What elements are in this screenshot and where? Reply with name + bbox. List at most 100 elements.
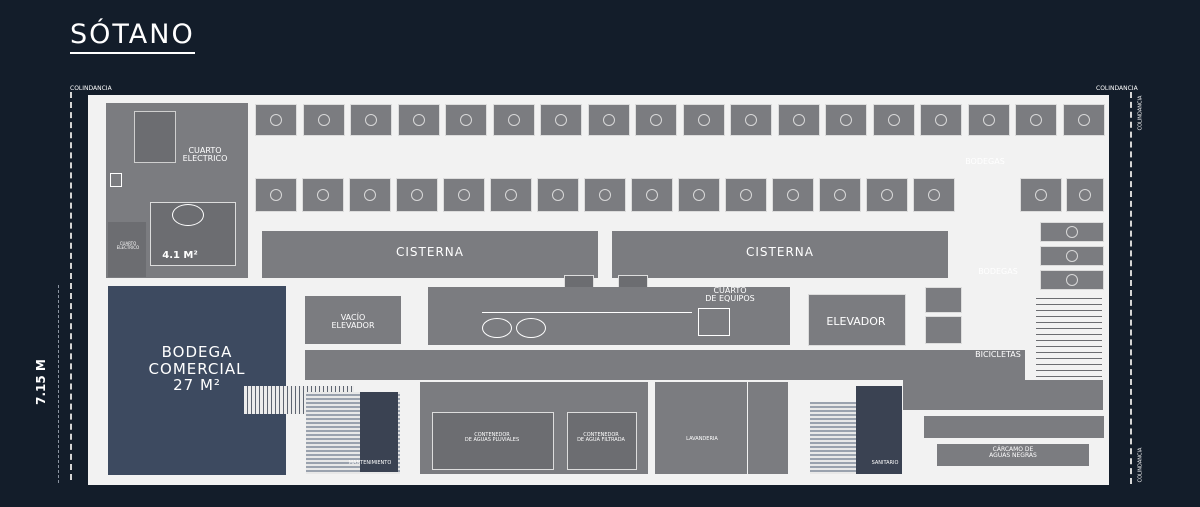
storage-unit[interactable] xyxy=(540,104,582,136)
storage-unit[interactable] xyxy=(396,178,438,212)
storage-number-circle-icon xyxy=(270,114,282,126)
bodega-comercial-line1: BODEGA xyxy=(161,343,233,361)
elevador-room[interactable] xyxy=(808,294,906,346)
small-storage-1[interactable] xyxy=(925,287,962,313)
storage-unit[interactable] xyxy=(872,104,915,136)
storage-unit[interactable] xyxy=(1015,104,1057,136)
storage-number-circle-icon xyxy=(599,189,611,201)
storage-unit[interactable] xyxy=(678,178,720,212)
dimension-line xyxy=(58,285,59,483)
sanitario-stair xyxy=(856,386,902,474)
storage-unit[interactable] xyxy=(635,104,677,136)
storage-bottom-strip xyxy=(924,416,1104,438)
bicycle-rack-icon xyxy=(1036,364,1102,365)
storage-unit[interactable] xyxy=(443,178,485,212)
bicycle-rack-icon xyxy=(1036,358,1102,359)
storage-unit[interactable] xyxy=(1040,246,1104,266)
storage-unit[interactable] xyxy=(587,104,630,136)
colindancia-right-top-label: COLINDANCIA xyxy=(1137,95,1144,131)
left-boundary-dash xyxy=(70,92,72,480)
storage-number-circle-icon xyxy=(460,114,472,126)
corridor-right xyxy=(903,380,1103,410)
storage-unit[interactable] xyxy=(537,178,579,212)
storage-unit[interactable] xyxy=(730,104,772,136)
storage-unit[interactable] xyxy=(492,104,535,136)
storage-unit[interactable] xyxy=(1020,178,1062,212)
storage-unit[interactable] xyxy=(445,104,487,136)
right-boundary-dash xyxy=(1130,92,1132,484)
storage-number-circle-icon xyxy=(887,114,900,126)
storage-number-circle-icon xyxy=(365,114,377,126)
colindancia-top-left-label: COLINDANCIA xyxy=(70,85,112,92)
storage-number-circle-icon xyxy=(507,114,520,126)
storage-unit[interactable] xyxy=(725,178,767,212)
storage-unit[interactable] xyxy=(1062,104,1105,136)
storage-unit[interactable] xyxy=(866,178,908,212)
storage-unit[interactable] xyxy=(302,178,344,212)
storage-unit[interactable] xyxy=(584,178,626,212)
cuarto-electrico-small-room[interactable] xyxy=(108,222,146,277)
cisterna-1-room[interactable] xyxy=(262,231,598,278)
small-storage-2[interactable] xyxy=(925,316,962,344)
storage-number-circle-icon xyxy=(697,114,710,126)
equipment-tank-2-icon xyxy=(516,318,546,338)
storage-number-circle-icon xyxy=(317,189,329,201)
vacio-elevador-room[interactable] xyxy=(305,296,401,344)
dimension-label: 7.15 M xyxy=(33,359,48,405)
contenedor-filtrada-room[interactable] xyxy=(567,412,637,470)
storage-unit[interactable] xyxy=(967,104,1010,136)
storage-unit[interactable] xyxy=(772,178,814,212)
storage-unit[interactable] xyxy=(255,104,297,136)
storage-unit[interactable] xyxy=(490,178,532,212)
cisterna-2-room[interactable] xyxy=(612,231,948,278)
storage-number-circle-icon xyxy=(840,114,852,126)
storage-unit[interactable] xyxy=(1040,270,1104,290)
storage-unit[interactable] xyxy=(825,104,867,136)
elevador-label: ELEVADOR xyxy=(826,315,886,328)
transformer-circle-icon xyxy=(172,204,204,226)
storage-number-circle-icon xyxy=(693,189,705,201)
storage-number-circle-icon xyxy=(982,114,995,126)
storage-unit[interactable] xyxy=(1040,222,1104,242)
bodega-comercial-line2: COMERCIAL xyxy=(148,359,246,378)
bicycle-rack-icon xyxy=(1036,376,1102,377)
storage-unit[interactable] xyxy=(777,104,820,136)
equipment-box-icon xyxy=(698,308,730,336)
storage-unit[interactable] xyxy=(302,104,345,136)
storage-unit[interactable] xyxy=(397,104,440,136)
colindancia-right-bottom-label: COLINDANCIA xyxy=(1137,447,1144,483)
storage-number-circle-icon xyxy=(935,114,947,126)
washers-column xyxy=(748,382,788,474)
storage-unit[interactable] xyxy=(349,178,391,212)
electrical-panel xyxy=(134,111,176,163)
storage-unit[interactable] xyxy=(819,178,861,212)
storage-unit[interactable] xyxy=(920,104,962,136)
bicycle-rack-icon xyxy=(1036,370,1102,371)
carcamo-room[interactable] xyxy=(937,444,1089,466)
storage-number-circle-icon xyxy=(1079,189,1091,201)
storage-unit[interactable] xyxy=(682,104,725,136)
bicycle-rack-icon xyxy=(1036,298,1102,299)
small-panel-icon xyxy=(110,173,122,187)
storage-number-circle-icon xyxy=(1077,114,1090,126)
storage-number-circle-icon xyxy=(792,114,805,126)
contenedor-pluviales-room[interactable] xyxy=(432,412,554,470)
storage-unit[interactable] xyxy=(350,104,392,136)
storage-unit[interactable] xyxy=(1066,178,1104,212)
storage-unit[interactable] xyxy=(631,178,673,212)
storage-number-circle-icon xyxy=(881,189,893,201)
area-4-1-label: 4.1 M² xyxy=(162,250,198,261)
storage-number-circle-icon xyxy=(505,189,517,201)
storage-unit[interactable] xyxy=(913,178,955,212)
bicycle-rack-icon xyxy=(1036,352,1102,353)
bodega-comercial-room[interactable]: BODEGA COMERCIAL 27 M² xyxy=(108,286,286,475)
contenedor-filtrada-label: CONTENEDOR DE AGUA FILTRADA xyxy=(577,432,625,444)
bicycle-rack-icon xyxy=(1036,340,1102,341)
bicycle-rack-icon xyxy=(1036,316,1102,317)
lavanderia-label: LAVANDERIA xyxy=(686,436,718,442)
lavanderia-room[interactable] xyxy=(655,382,747,474)
storage-number-circle-icon xyxy=(270,189,282,201)
storage-unit[interactable] xyxy=(255,178,297,212)
storage-number-circle-icon xyxy=(411,189,423,201)
bodegas-right-label: BODEGAS xyxy=(978,267,1018,276)
